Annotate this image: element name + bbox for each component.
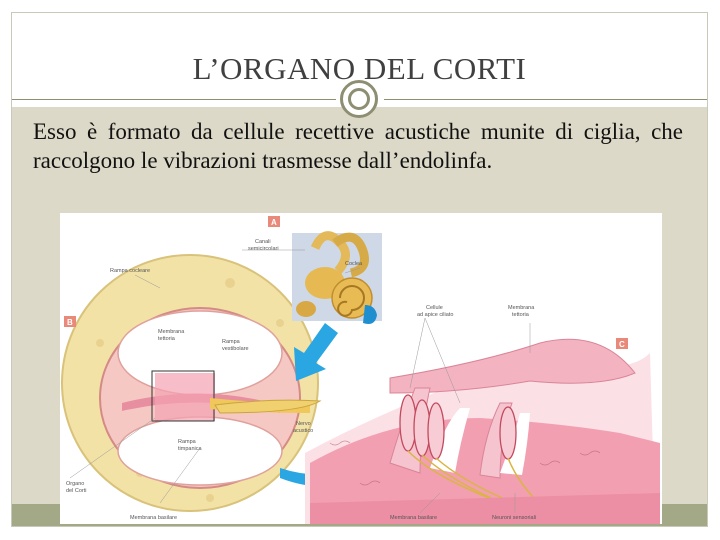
ear-anatomy-figure: A B C Canali semicircolari Coclea Rampa … bbox=[60, 213, 662, 524]
label-coclea: Coclea bbox=[345, 261, 363, 267]
label-ad-apice-ciliato: ad apice ciliato bbox=[417, 312, 453, 318]
label-rampa-vestibolare-2: vestibolare bbox=[222, 346, 249, 352]
ear-anatomy-illustration: A B C Canali semicircolari Coclea Rampa … bbox=[61, 216, 660, 524]
label-rampa-timpanica-1: Rampa bbox=[178, 439, 197, 445]
panel-letter-c: C bbox=[619, 340, 625, 349]
label-rampa-cocleare: Rampa cocleare bbox=[110, 268, 150, 274]
cochlea-cross-section bbox=[61, 254, 319, 512]
organ-of-corti-detail bbox=[305, 338, 660, 524]
panel-tag-c bbox=[616, 338, 628, 349]
label-membrana-tettoria-b1: Membrana bbox=[158, 329, 185, 335]
title-divider-right bbox=[384, 99, 707, 100]
label-organo: Organo bbox=[66, 481, 84, 487]
label-membrana-tettoria-c1: Membrana bbox=[508, 305, 535, 311]
label-semicircolari: semicircolari bbox=[248, 246, 279, 252]
label-del-corti: del Corti bbox=[66, 488, 86, 494]
label-membrana-tettoria-c2: tettoria bbox=[512, 312, 530, 318]
slide-frame bbox=[11, 12, 708, 527]
inner-ear-illustration bbox=[292, 231, 382, 324]
label-acustico: acustico bbox=[293, 428, 313, 434]
slide-body-text: Esso è formato da cellule recettive acus… bbox=[33, 119, 683, 173]
label-membrana-tettoria-b2: tettoria bbox=[158, 336, 176, 342]
label-rampa-timpanica-2: timpanica bbox=[178, 446, 202, 452]
panel-tag-a bbox=[268, 216, 280, 227]
label-membrana-basilare-c: Membrana basilare bbox=[390, 515, 437, 521]
tectorial-membrane bbox=[389, 338, 636, 394]
label-rampa-vestibolare-1: Rampa bbox=[222, 339, 241, 345]
label-membrana-basilare-b: Membrana basilare bbox=[130, 515, 177, 521]
label-cellule: Cellule bbox=[426, 305, 443, 311]
divider-ring-ornament bbox=[340, 80, 378, 118]
panel-tag-b bbox=[64, 316, 76, 327]
auditory-nerve bbox=[214, 399, 322, 414]
arrow-to-cross-section bbox=[294, 323, 338, 381]
label-neuroni-sensoriali: Neuroni sensoriali bbox=[492, 515, 536, 521]
label-nervo: Nervo bbox=[296, 421, 311, 427]
label-canali: Canali bbox=[255, 239, 271, 245]
panel-letter-a: A bbox=[271, 218, 277, 227]
panel-letter-b: B bbox=[67, 318, 73, 327]
title-divider-left bbox=[12, 99, 336, 100]
